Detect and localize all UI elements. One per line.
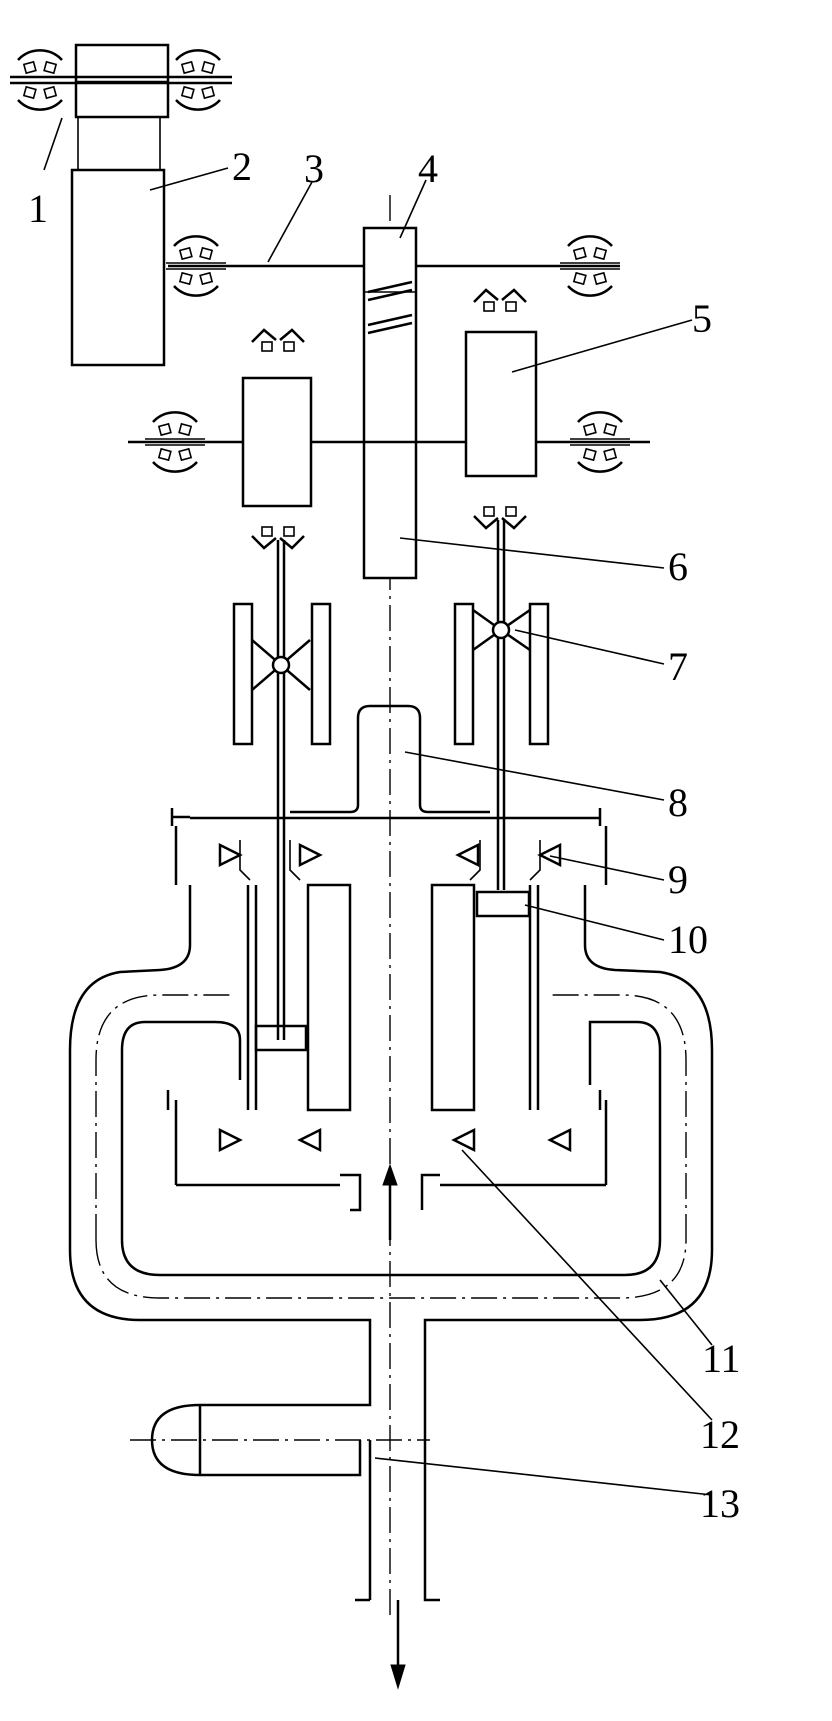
label-5: 5	[692, 296, 712, 341]
label-1: 1	[28, 186, 48, 231]
label-6: 6	[668, 544, 688, 589]
turbine-casing	[68, 808, 714, 1602]
label-10: 10	[668, 917, 708, 962]
label-3: 3	[304, 146, 324, 191]
label-13: 13	[700, 1481, 740, 1526]
rotor-end-8	[290, 704, 490, 814]
callout-labels: 1 2 3 4 5 6 7 8 9 10 11 12 13	[28, 144, 741, 1526]
label-2: 2	[232, 144, 252, 189]
label-8: 8	[668, 780, 688, 825]
label-4: 4	[418, 146, 438, 191]
gear-wheels	[128, 288, 650, 550]
couplings	[232, 520, 550, 1040]
label-9: 9	[668, 857, 688, 902]
label-11: 11	[702, 1336, 741, 1381]
label-12: 12	[700, 1412, 740, 1457]
central-shaft	[362, 195, 418, 1620]
label-7: 7	[668, 644, 688, 689]
leader-lines	[43, 117, 713, 1496]
generator-stack	[8, 43, 232, 367]
pump-13	[130, 1403, 430, 1477]
flow-arrows	[355, 1163, 406, 1690]
